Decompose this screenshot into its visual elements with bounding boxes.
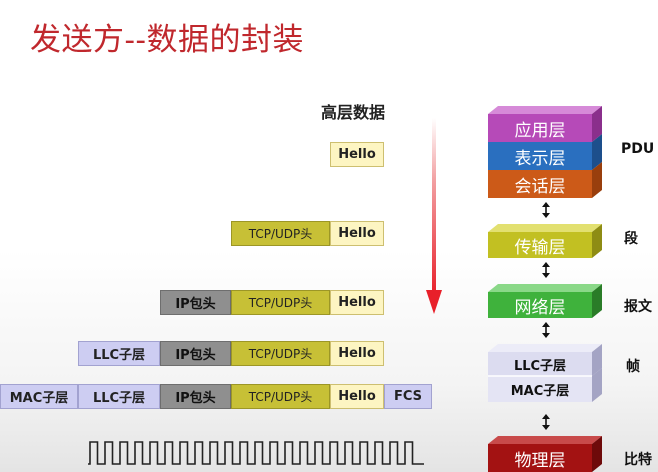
- transport-layer-label: 传输层: [514, 237, 566, 258]
- network-layer-block: [488, 284, 602, 318]
- mac-layer-block: [488, 368, 602, 402]
- row4-llc-box: LLC子层: [78, 341, 160, 366]
- bit-label: 比特: [624, 452, 652, 468]
- row3-hello-box: Hello: [330, 290, 384, 315]
- row4-hello-box: Hello: [330, 341, 384, 366]
- physical-layer-block: [488, 436, 602, 472]
- row5-fcs-box: FCS: [384, 384, 432, 409]
- packet-label: 报文: [624, 299, 652, 315]
- llc-layer-block: [488, 344, 602, 376]
- llc-layer-label: LLC子层: [513, 358, 567, 374]
- page-title: 发送方--数据的封装: [30, 22, 304, 58]
- frame-label: 帧: [626, 359, 640, 375]
- up-down-arrow-icon: [542, 322, 550, 340]
- row5-mac-box: MAC子层: [0, 384, 78, 409]
- physical-layer-label: 物理层: [514, 450, 566, 471]
- row3-ip-header-box: IP包头: [160, 290, 231, 315]
- row1-hello-box: Hello: [330, 142, 384, 167]
- row5-ip-header-box: IP包头: [160, 384, 231, 409]
- osi-layer-stack: [488, 106, 602, 472]
- presentation-layer-label: 表示层: [514, 148, 566, 169]
- row5-tcp-header-box: TCP/UDP头: [231, 384, 330, 409]
- presentation-layer-block: [488, 134, 602, 170]
- application-layer-label: 应用层: [514, 120, 566, 141]
- down-arrow-icon: [426, 118, 442, 314]
- transport-layer-block: [488, 224, 602, 258]
- row4-tcp-header-box: TCP/UDP头: [231, 341, 330, 366]
- row4-ip-header-box: IP包头: [160, 341, 231, 366]
- up-down-arrow-icon: [542, 262, 550, 280]
- session-layer-block: [488, 162, 602, 198]
- application-layer-block: [488, 106, 602, 142]
- up-down-arrow-icon: [542, 414, 550, 432]
- mac-layer-label: MAC子层: [510, 383, 570, 399]
- square-wave-icon: [88, 441, 424, 465]
- high-layer-data-label: 高层数据: [321, 103, 386, 122]
- row3-tcp-header-box: TCP/UDP头: [231, 290, 330, 315]
- session-layer-label: 会话层: [514, 176, 566, 197]
- row5-hello-box: Hello: [330, 384, 384, 409]
- segment-label: 段: [624, 231, 638, 247]
- up-down-arrow-icon: [542, 202, 550, 220]
- pdu-label: PDU: [621, 141, 655, 157]
- row2-tcp-header-box: TCP/UDP头: [231, 221, 330, 246]
- row5-llc-box: LLC子层: [78, 384, 160, 409]
- network-layer-label: 网络层: [514, 297, 566, 318]
- row2-hello-box: Hello: [330, 221, 384, 246]
